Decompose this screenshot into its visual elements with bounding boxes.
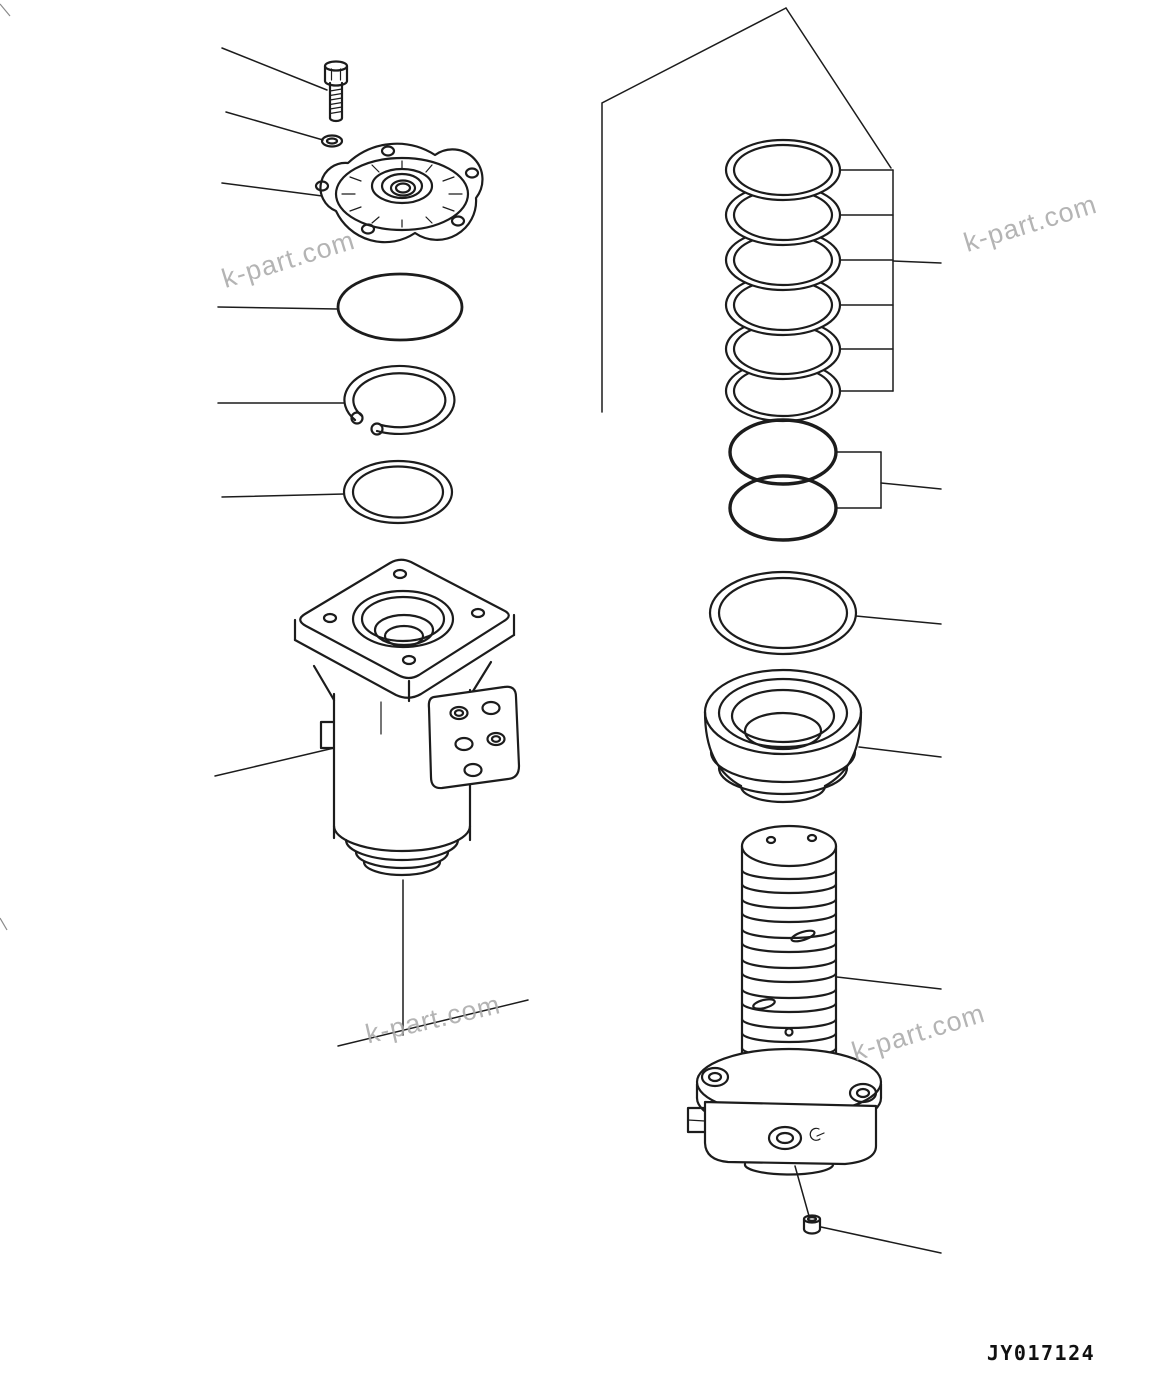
watermark: k-part.com xyxy=(960,189,1100,258)
rotor-shaft-with-flange xyxy=(686,824,883,1176)
watermark: k-part.com xyxy=(363,989,504,1049)
slipper-seal-stack xyxy=(724,138,842,423)
slipper-seal xyxy=(724,138,842,202)
dust-seal-cup xyxy=(703,668,863,804)
part-number: JY017124 xyxy=(987,1341,1095,1365)
seal-stack-bracket xyxy=(839,169,942,392)
swivel-housing xyxy=(293,558,521,877)
scan-artifact xyxy=(0,3,11,931)
hex-bolt xyxy=(323,60,349,123)
seal-ring xyxy=(342,459,454,525)
top-cover xyxy=(314,142,484,244)
cover-bolt-holes xyxy=(314,145,480,235)
o-ring-pair-bracket xyxy=(835,451,942,509)
cover-shading xyxy=(341,160,463,228)
washer xyxy=(320,134,344,148)
watermark: k-part.com xyxy=(218,225,358,294)
flange-bolt-holes xyxy=(322,568,486,666)
o-ring-pair xyxy=(728,418,838,542)
snap-ring xyxy=(343,364,456,436)
port-holes xyxy=(449,700,506,778)
leader-lines xyxy=(214,47,942,1254)
center-bore xyxy=(351,589,455,649)
o-ring-large xyxy=(336,272,464,342)
backup-ring xyxy=(708,570,858,656)
assembly-boundary-lines xyxy=(337,7,892,1047)
shaft-oil-ports xyxy=(752,929,816,1037)
drain-plug xyxy=(802,1214,822,1235)
watermark: k-part.com xyxy=(848,998,988,1067)
shaft-flange xyxy=(686,1047,883,1176)
